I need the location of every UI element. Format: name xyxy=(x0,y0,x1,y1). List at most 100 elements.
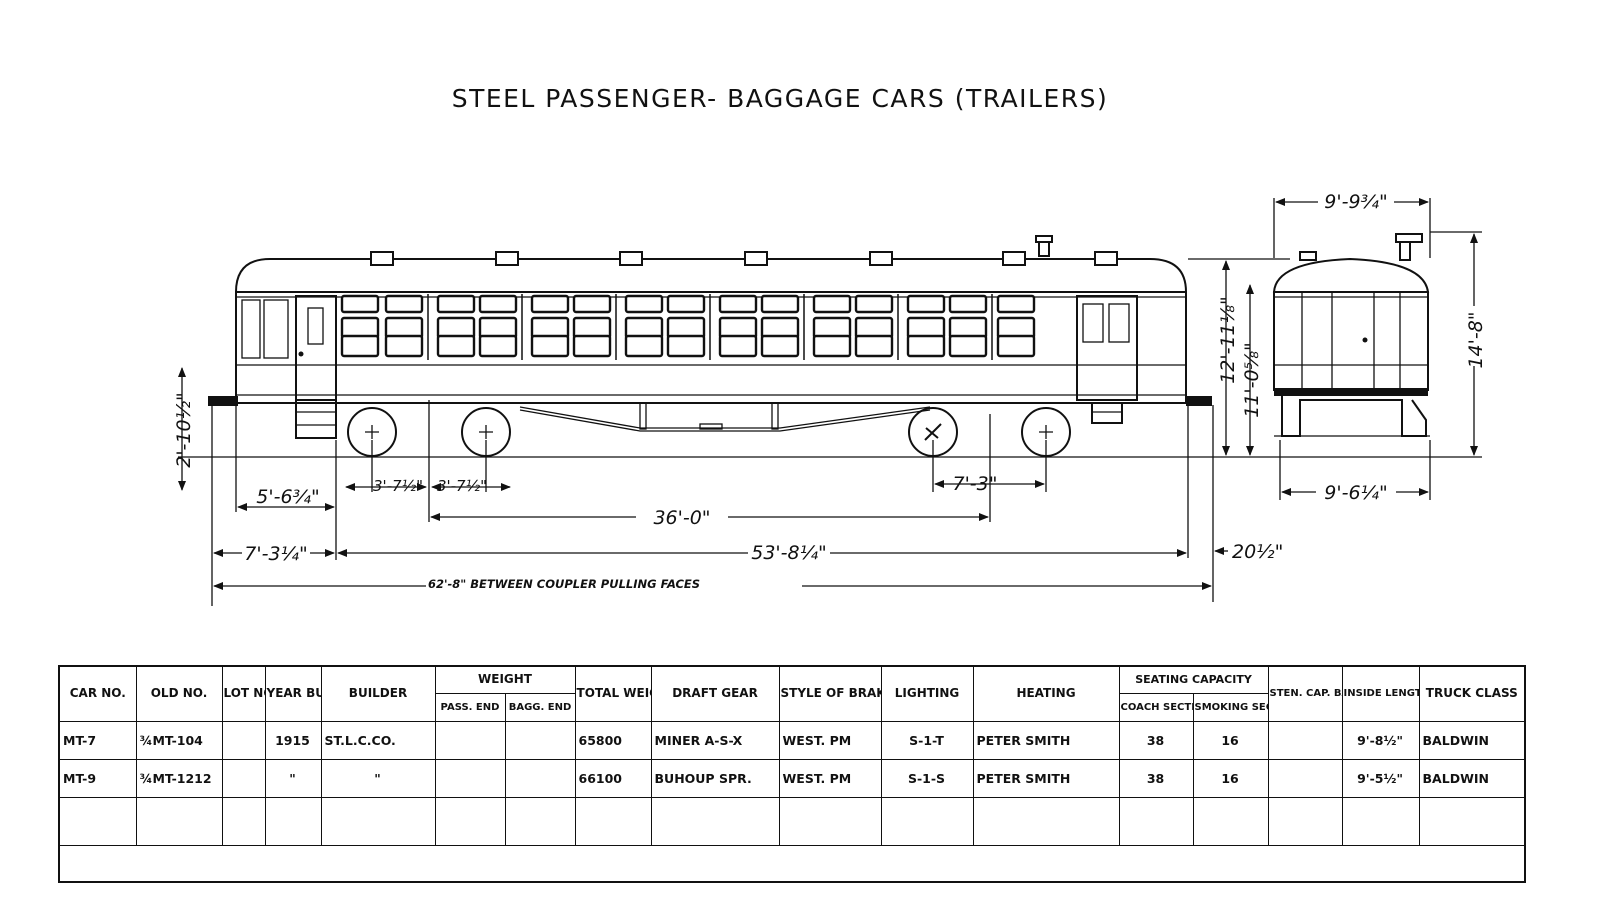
rail-height-dimension: 2'-10½" xyxy=(173,392,195,468)
window-pane xyxy=(340,334,380,358)
cell-year-built: " xyxy=(264,758,322,798)
header-inside-length: INSIDE LENGTH BAGG. COMP'T. xyxy=(1341,665,1420,722)
header-seating-coach: COACH SECTION xyxy=(1118,692,1194,722)
cell-brake: WEST. PM xyxy=(778,758,882,798)
header-truck-class: TRUCK CLASS xyxy=(1418,665,1526,722)
cell-lighting: S-1-S xyxy=(880,758,974,798)
cell-lighting: S-1-T xyxy=(880,720,974,760)
cell-heating: PETER SMITH xyxy=(972,758,1120,798)
window-pane xyxy=(436,334,476,358)
window-pane xyxy=(760,334,800,358)
window-pane xyxy=(812,294,852,314)
window-pane xyxy=(572,334,612,358)
axle-spacing-1-dimension: 3'-7½" xyxy=(373,477,423,495)
cell-total-weight: 65800 xyxy=(574,720,652,760)
left-steps xyxy=(295,399,337,439)
cell-inside-length: 9'-8½" xyxy=(1341,720,1420,760)
cell-lot-no xyxy=(221,720,266,760)
cell-draft-gear: BUHOUP SPR. xyxy=(650,758,780,798)
window-pane xyxy=(624,334,664,358)
header-weight-bagg-end: BAGG. END xyxy=(504,692,576,722)
cell-inside-length: 9'-5½" xyxy=(1341,758,1420,798)
truck-centers-dimension: 36'-0" xyxy=(653,507,710,529)
window-pane xyxy=(340,294,380,314)
header-draft-gear: DRAFT GEAR xyxy=(650,665,780,722)
cell-weight-pass xyxy=(434,758,506,798)
right-coupler-offset-dimension: 20½" xyxy=(1232,541,1283,563)
right-truck-wheelbase-dimension: 7'-3" xyxy=(953,473,998,495)
cell-year-built: 1915 xyxy=(264,720,322,760)
cell-weight-bagg xyxy=(504,758,576,798)
header-brake: STYLE OF BRAKE xyxy=(778,665,882,722)
window-pane xyxy=(718,294,758,314)
cell-seating-coach: 38 xyxy=(1118,720,1194,760)
header-builder: BUILDER xyxy=(320,665,436,722)
window-pane xyxy=(572,294,612,314)
header-lighting: LIGHTING xyxy=(880,665,974,722)
table-row: MT-7 ¾MT-104 1915 ST.L.C.CO. 65800 MINER… xyxy=(58,720,1526,760)
end-overhang-dimension: 5'-6¾" xyxy=(256,486,319,508)
cell-car-no: MT-9 xyxy=(58,758,137,798)
window-pane xyxy=(996,334,1036,358)
car-specification-table: CAR NO. OLD NO. LOT NO. YEAR BUILT BUILD… xyxy=(58,665,1527,883)
window-pane xyxy=(854,294,894,314)
right-coupler xyxy=(1186,396,1212,406)
side-dimensions: 2'-10½" 5'-6¾" 3'-7½" 3'-7½" 7'-3" 36'-0… xyxy=(173,258,1290,606)
car-elevation-drawing: 2'-10½" 5'-6¾" 3'-7½" 3'-7½" 7'-3" 36'-0… xyxy=(173,188,1487,606)
side-elevation xyxy=(178,235,1482,458)
table-row-empty xyxy=(58,796,1526,846)
window-pane xyxy=(854,334,894,358)
window-pane xyxy=(478,334,518,358)
window-pane xyxy=(624,294,664,314)
cell-total-weight: 66100 xyxy=(574,758,652,798)
cell-sten-cap xyxy=(1267,720,1343,760)
header-weight-pass-end: PASS. END xyxy=(434,692,506,722)
window-pane xyxy=(384,294,424,314)
window-pane xyxy=(948,334,988,358)
header-total-weight: TOTAL WEIGHT xyxy=(574,665,652,722)
cell-seating-smoking: 16 xyxy=(1192,758,1269,798)
roof-ventilators xyxy=(370,235,1118,266)
cell-sten-cap xyxy=(1267,758,1343,798)
axle-spacing-2-dimension: 3'-7½" xyxy=(437,477,487,495)
cell-builder: ST.L.C.CO. xyxy=(320,720,436,760)
window-pane xyxy=(718,334,758,358)
window-pane xyxy=(530,334,570,358)
window-pane xyxy=(384,334,424,358)
cell-old-no: ¾MT-104 xyxy=(135,720,223,760)
cell-weight-bagg xyxy=(504,720,576,760)
window-pane xyxy=(666,294,706,314)
wheels xyxy=(347,407,1071,457)
header-seating-smoking: SMOKING SECTION xyxy=(1192,692,1269,722)
cell-builder: " xyxy=(320,758,436,798)
window-pane xyxy=(906,334,946,358)
cell-old-no: ¾MT-1212 xyxy=(135,758,223,798)
header-seating-capacity: SEATING CAPACITY xyxy=(1118,665,1269,694)
header-lot-no: LOT NO. xyxy=(221,665,266,722)
end-elevation: 9'-9¾" 14'-8" 9'-6¼" xyxy=(1272,188,1487,504)
cell-seating-smoking: 16 xyxy=(1192,720,1269,760)
window-pane xyxy=(760,294,800,314)
table-row: MT-9 ¾MT-1212 " " 66100 BUHOUP SPR. WEST… xyxy=(58,758,1526,798)
cell-heating: PETER SMITH xyxy=(972,720,1120,760)
coupler-to-body-dimension: 7'-3¼" xyxy=(244,543,307,565)
underframe xyxy=(336,402,1077,432)
roof-height-dimension: 12'-11⅛" xyxy=(1217,296,1239,384)
end-height-dimension: 14'-8" xyxy=(1465,311,1487,368)
header-weight: WEIGHT xyxy=(434,665,576,694)
end-top-width-dimension: 9'-9¾" xyxy=(1324,191,1387,213)
window-pane xyxy=(906,294,946,314)
car-roof xyxy=(235,258,1187,293)
window-pane xyxy=(948,294,988,314)
end-roof xyxy=(1272,257,1430,293)
header-sten-cap: STEN. CAP. BAGG. COMP'T. xyxy=(1267,665,1343,722)
body-length-dimension: 53'-8¼" xyxy=(751,542,827,564)
left-coupler xyxy=(208,396,238,406)
table-footer-band xyxy=(58,844,1526,883)
header-car-no: CAR NO. xyxy=(58,665,137,722)
cell-seating-coach: 38 xyxy=(1118,758,1194,798)
end-sill xyxy=(1274,388,1428,396)
cell-car-no: MT-7 xyxy=(58,720,137,760)
cell-truck-class: BALDWIN xyxy=(1418,758,1526,798)
window-pane xyxy=(436,294,476,314)
